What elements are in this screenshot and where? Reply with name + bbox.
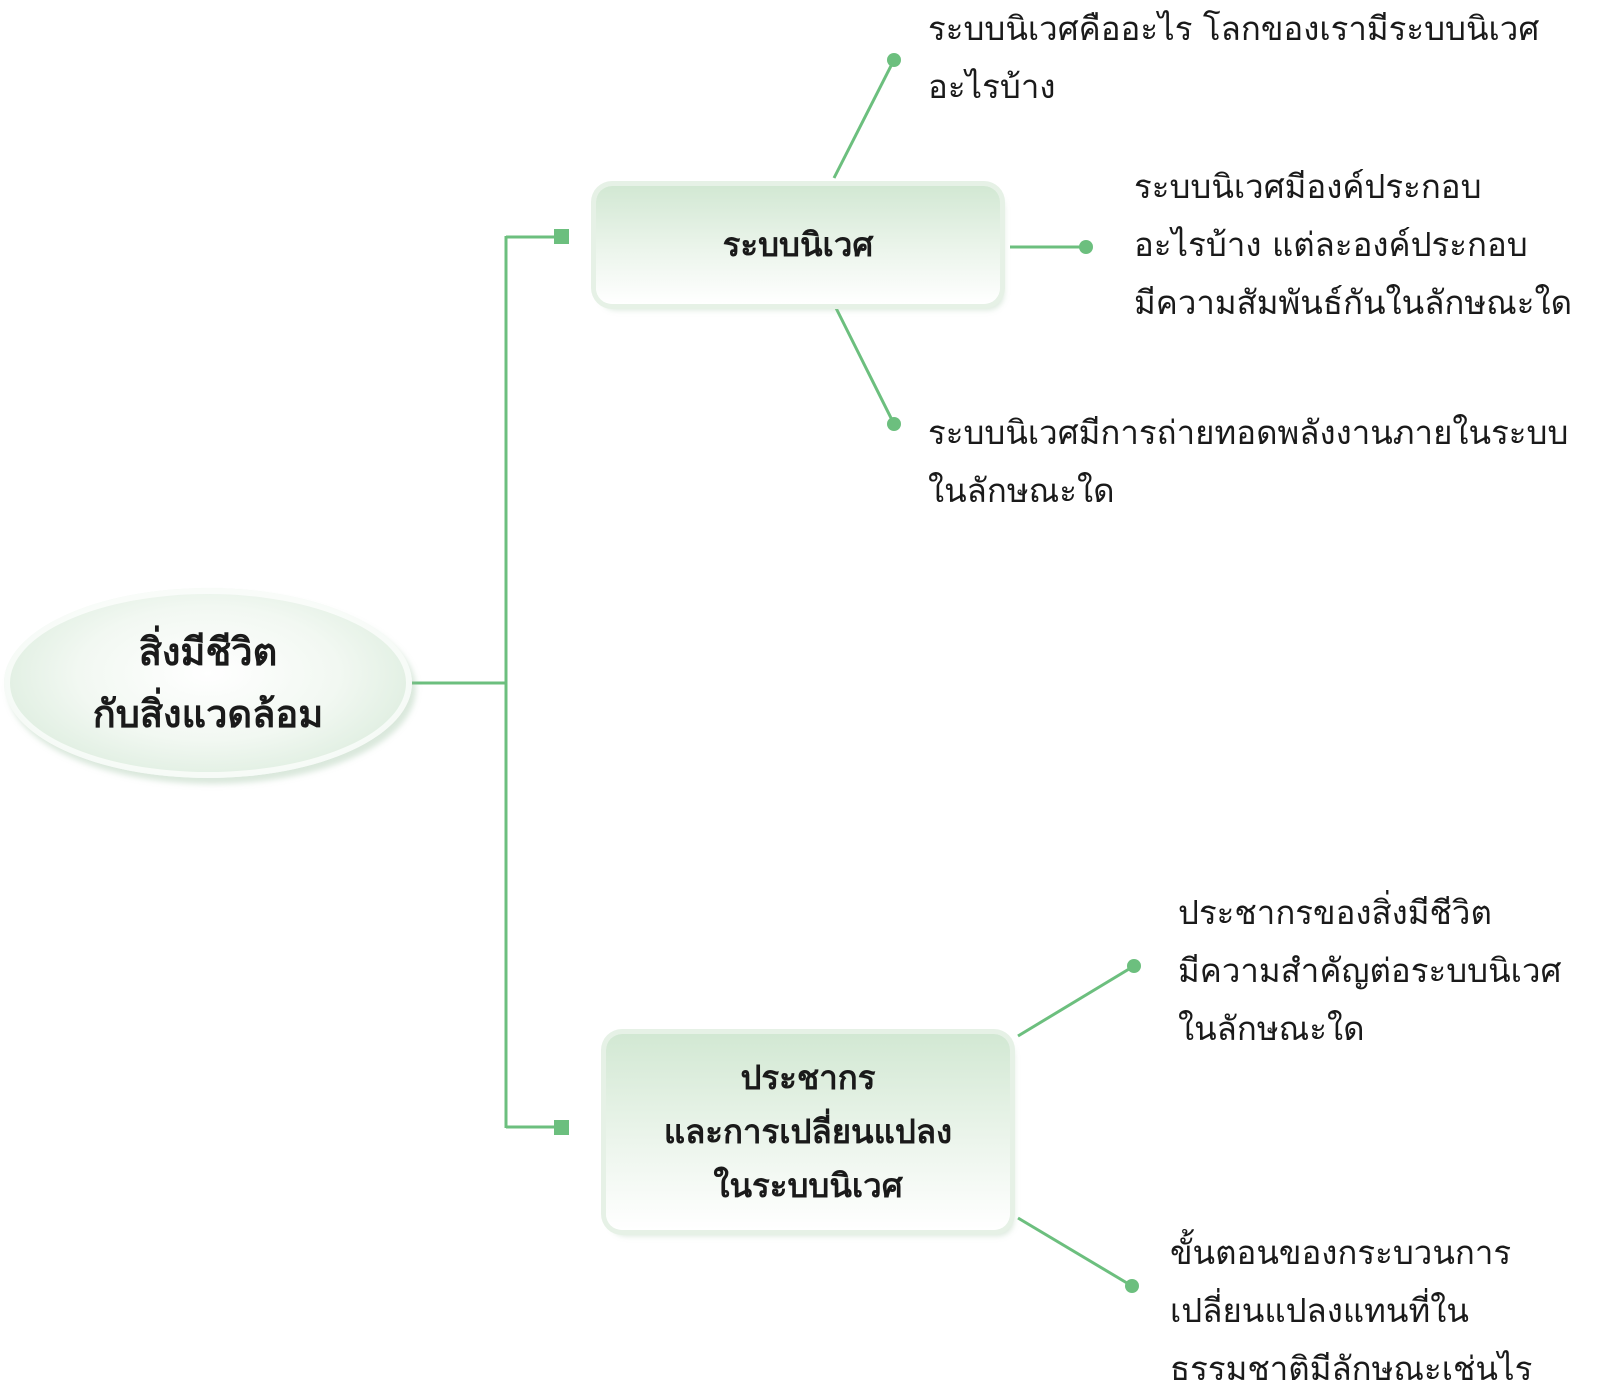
branch-node-population-change: ประชากร และการเปลี่ยนแปลง ในระบบนิเวศ bbox=[606, 1034, 1010, 1230]
leaf-line: อะไรบ้าง bbox=[928, 67, 1056, 106]
connector-dot-2 bbox=[1079, 240, 1093, 254]
leaf-line: ขั้นตอนของกระบวนการ bbox=[1170, 1233, 1512, 1272]
branch-node-line: ระบบนิเวศ bbox=[722, 225, 874, 264]
branch-node-line: ในระบบนิเวศ bbox=[713, 1166, 903, 1205]
leaf-what-is-ecosystem: ระบบนิเวศคืออะไร โลกของเรามีระบบนิเวศ อะ… bbox=[928, 0, 1539, 116]
leaf-line: ระบบนิเวศมีการถ่ายทอดพลังงานภายในระบบ bbox=[928, 413, 1569, 452]
leaf-line: มีความสัมพันธ์กันในลักษณะใด bbox=[1134, 283, 1573, 322]
leaf-line: ประชากรของสิ่งมีชีวิต bbox=[1178, 893, 1492, 932]
connector-dot-5 bbox=[1125, 1279, 1139, 1293]
leaf-line: อะไรบ้าง แต่ละองค์ประกอบ bbox=[1134, 225, 1528, 264]
connector-square-2 bbox=[554, 1120, 569, 1135]
leaf-line: ระบบนิเวศคืออะไร โลกของเรามีระบบนิเวศ bbox=[928, 9, 1540, 48]
connector-dot-4 bbox=[1127, 959, 1141, 973]
connector-leaf-4 bbox=[1017, 964, 1135, 1038]
leaf-line: ในลักษณะใด bbox=[1178, 1009, 1365, 1048]
leaf-line: ในลักษณะใด bbox=[928, 471, 1115, 510]
root-node-living-things-environment: สิ่งมีชีวิต กับสิ่งแวดล้อม bbox=[4, 588, 412, 778]
leaf-line: เปลี่ยนแปลงแทนที่ใน bbox=[1170, 1291, 1469, 1330]
leaf-population-importance: ประชากรของสิ่งมีชีวิต มีความสำคัญต่อระบบ… bbox=[1178, 884, 1561, 1058]
branch-node-line: ประชากร bbox=[740, 1058, 876, 1097]
root-node-line: สิ่งมีชีวิต bbox=[138, 630, 278, 674]
leaf-line: มีความสำคัญต่อระบบนิเวศ bbox=[1178, 951, 1562, 990]
branch-node-line: และการเปลี่ยนแปลง bbox=[663, 1112, 953, 1151]
leaf-succession-process: ขั้นตอนของกระบวนการ เปลี่ยนแปลงแทนที่ใน … bbox=[1170, 1224, 1532, 1398]
connector-dot-3 bbox=[887, 417, 901, 431]
leaf-energy-transfer: ระบบนิเวศมีการถ่ายทอดพลังงานภายในระบบ ใน… bbox=[928, 404, 1568, 520]
branch-node-ecosystem: ระบบนิเวศ bbox=[596, 186, 1000, 304]
leaf-line: ธรรมชาติมีลักษณะเช่นไร bbox=[1170, 1349, 1533, 1388]
leaf-ecosystem-components: ระบบนิเวศมีองค์ประกอบ อะไรบ้าง แต่ละองค์… bbox=[1134, 158, 1572, 332]
connector-leaf-3 bbox=[834, 307, 896, 425]
connector-dot-1 bbox=[887, 53, 901, 67]
connector-leaf-1 bbox=[832, 59, 896, 179]
connector-square-1 bbox=[554, 229, 569, 244]
leaf-line: ระบบนิเวศมีองค์ประกอบ bbox=[1134, 167, 1482, 206]
connector-leaf-5 bbox=[1017, 1216, 1133, 1288]
root-node-line: กับสิ่งแวดล้อม bbox=[92, 692, 324, 736]
